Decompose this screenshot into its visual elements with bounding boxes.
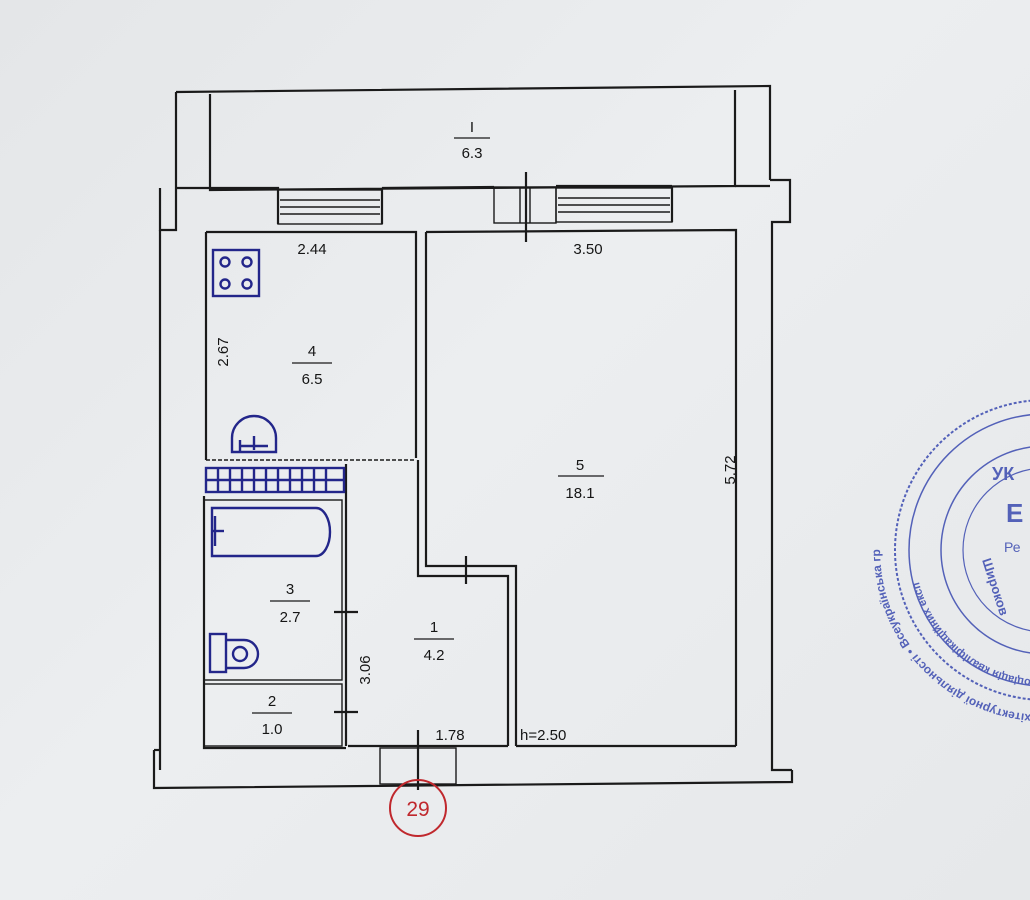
window-kitchen: [277, 189, 383, 225]
room-living: 5 18.1: [558, 457, 604, 502]
dim-living-width: 3.50: [573, 241, 602, 258]
stamp-center-top: УК: [992, 464, 1015, 484]
room-number: I: [470, 119, 474, 136]
dim-kitchen-width: 2.44: [297, 241, 326, 258]
room-area: 6.3: [462, 145, 483, 162]
window-living: [555, 187, 673, 223]
outer-walls: [152, 84, 794, 790]
toilet-icon: [208, 632, 260, 674]
room-toilet: 2 1.0: [252, 693, 292, 738]
room-hall: 1 4.2: [414, 619, 454, 664]
sink-icon: [230, 414, 278, 454]
stamp-name-fragment: Широков: [979, 556, 1012, 617]
radiator-icon: [204, 466, 346, 494]
dim-kitchen-depth: 2.67: [215, 337, 232, 366]
room-number: 3: [286, 581, 294, 598]
bathtub-icon: [210, 506, 332, 558]
room-area: 18.1: [565, 485, 594, 502]
room-kitchen: 4 6.5: [292, 343, 332, 388]
room-number: 2: [268, 693, 276, 710]
dim-living-depth: 5.72: [722, 455, 739, 484]
room-area: 2.7: [280, 609, 301, 626]
room-area: 6.5: [302, 371, 323, 388]
room-number: 1: [430, 619, 438, 636]
dim-hall-depth: 3.06: [357, 655, 374, 684]
stove-icon: [211, 248, 261, 298]
room-number: 5: [576, 457, 584, 474]
apartment-number-marker: 29: [389, 779, 447, 837]
stamp-center-letter: Е: [1006, 498, 1023, 528]
inner-walls: [202, 228, 738, 790]
room-bathroom: 3 2.7: [270, 581, 310, 626]
apartment-number: 29: [406, 798, 429, 821]
dim-hall-width: 1.78: [435, 727, 464, 744]
ceiling-height: h=2.50: [520, 727, 566, 744]
room-number: 4: [308, 343, 316, 360]
room-area: 4.2: [424, 647, 445, 664]
room-area: 1.0: [262, 721, 283, 738]
stamp-center-sub: Ре: [1004, 539, 1021, 555]
stamp: архітектурної діяльності • Всеукраїнська…: [869, 399, 1030, 726]
room-balcony: I 6.3: [454, 119, 490, 162]
